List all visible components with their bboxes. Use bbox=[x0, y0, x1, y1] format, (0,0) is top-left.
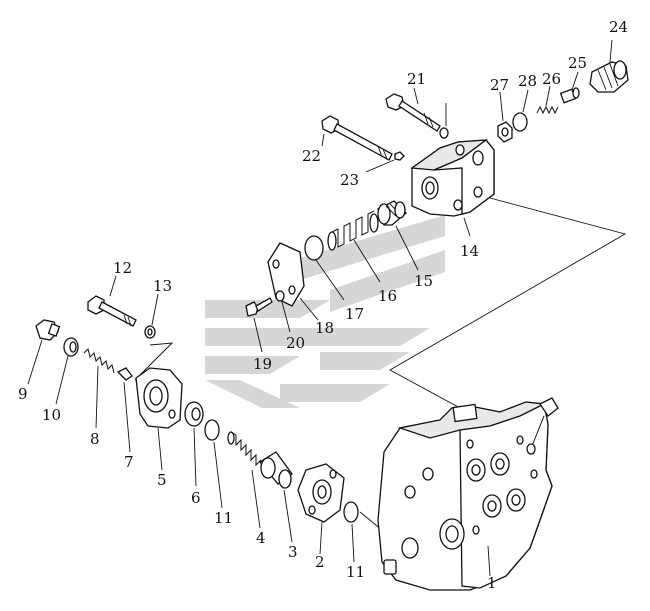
part-11-o-ring-upper bbox=[204, 419, 223, 509]
part-10-washer bbox=[55, 337, 79, 405]
part-12-bolt bbox=[87, 275, 137, 327]
part-19-screw bbox=[245, 297, 273, 353]
part-16-spring bbox=[327, 210, 381, 283]
callout-2: 2 bbox=[315, 553, 325, 571]
callout-27: 27 bbox=[490, 76, 509, 94]
part-7-poppet bbox=[116, 367, 133, 453]
part-1-valve-body bbox=[377, 397, 559, 591]
callout-15: 15 bbox=[414, 272, 433, 290]
part-14-valve-block bbox=[410, 139, 495, 237]
callout-3: 3 bbox=[288, 543, 298, 561]
callout-22: 22 bbox=[302, 147, 321, 165]
callout-23: 23 bbox=[340, 171, 359, 189]
part-27-nut bbox=[497, 91, 513, 143]
part-5-cover bbox=[135, 367, 183, 471]
callout-28: 28 bbox=[518, 72, 537, 90]
part-26-spring bbox=[536, 85, 559, 115]
callout-1: 1 bbox=[487, 574, 497, 592]
part-3-sleeve bbox=[259, 451, 293, 543]
part-24-fitting bbox=[589, 39, 629, 93]
part-25-plug bbox=[559, 71, 580, 104]
callout-5: 5 bbox=[157, 471, 167, 489]
callout-12: 12 bbox=[113, 259, 132, 277]
watermark-logo bbox=[205, 215, 445, 408]
callout-20: 20 bbox=[286, 334, 305, 352]
part-22-long-bolt bbox=[321, 115, 405, 161]
callout-8: 8 bbox=[90, 430, 100, 448]
callout-25: 25 bbox=[568, 54, 587, 72]
callout-17: 17 bbox=[345, 305, 364, 323]
part-11-o-ring-lower bbox=[343, 501, 383, 563]
part-6-washer bbox=[184, 401, 204, 487]
leader-23 bbox=[365, 159, 395, 173]
part-9-cap-nut bbox=[27, 319, 61, 385]
callout-4: 4 bbox=[256, 529, 266, 547]
callout-16: 16 bbox=[378, 287, 397, 305]
part-2-flange bbox=[297, 463, 345, 555]
callout-11-lower: 11 bbox=[346, 563, 365, 581]
part-20-washer bbox=[275, 290, 291, 333]
callout-11-upper: 11 bbox=[214, 509, 233, 527]
callout-6: 6 bbox=[191, 489, 201, 507]
callout-24: 24 bbox=[609, 18, 628, 36]
callout-9: 9 bbox=[18, 385, 28, 403]
callout-10: 10 bbox=[42, 406, 61, 424]
callout-19: 19 bbox=[253, 355, 272, 373]
callout-26: 26 bbox=[542, 70, 561, 88]
callout-13: 13 bbox=[153, 277, 172, 295]
part-4-spring bbox=[227, 431, 262, 529]
part-21-bolt bbox=[385, 87, 449, 139]
connection-lines bbox=[134, 197, 627, 409]
callout-labels: 1 2 3 4 5 6 7 8 9 10 11 11 12 13 14 15 1… bbox=[18, 18, 628, 592]
part-8-spring bbox=[83, 348, 115, 429]
part-13-washer bbox=[144, 293, 159, 339]
part-28-o-ring bbox=[512, 89, 529, 132]
part-15-sleeve bbox=[377, 200, 419, 271]
callout-14: 14 bbox=[460, 242, 479, 260]
part-17-o-ring bbox=[304, 235, 345, 301]
callout-21: 21 bbox=[407, 70, 426, 88]
callout-18: 18 bbox=[315, 319, 334, 337]
callout-7: 7 bbox=[124, 453, 134, 471]
